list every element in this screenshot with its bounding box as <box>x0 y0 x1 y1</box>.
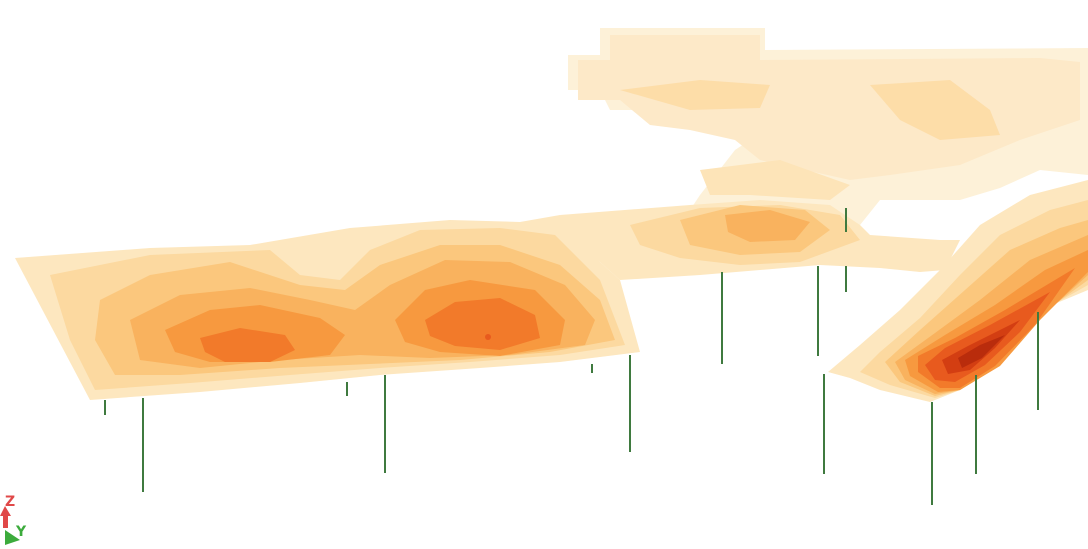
columns <box>104 208 1039 505</box>
axis-y-label: Y <box>16 524 27 540</box>
connector-slab <box>560 200 960 280</box>
axis-triad <box>0 506 20 545</box>
left-slab <box>15 215 640 400</box>
upper-slab <box>568 28 1088 250</box>
axis-z-label: Z <box>5 494 16 510</box>
ramp-slab <box>828 180 1088 402</box>
